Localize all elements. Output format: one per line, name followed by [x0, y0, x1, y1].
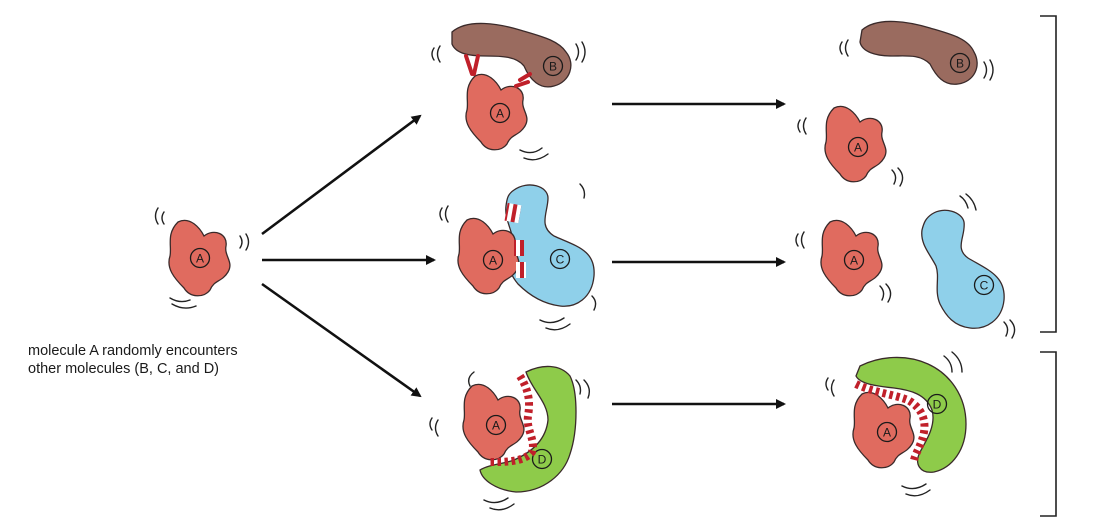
caption-line-2: other molecules (B, C, and D) — [28, 361, 219, 377]
label-a: A — [489, 254, 497, 268]
motion-lines — [439, 183, 597, 331]
label-circle-a — [485, 414, 507, 436]
molecule-d-body — [855, 356, 967, 473]
motion-lines — [431, 41, 586, 161]
separated-a-c: A C — [795, 193, 1016, 339]
caption: molecule A randomly encounters other mol… — [28, 342, 238, 378]
motion-lines — [795, 193, 1016, 339]
complex-a-b: B A — [431, 22, 586, 161]
bonds — [504, 202, 526, 278]
bracket-bound — [1040, 351, 1057, 517]
bonds — [489, 373, 537, 466]
label-a: A — [854, 141, 862, 155]
caption-line-1: molecule A randomly encounters — [28, 343, 238, 359]
label-circle-a — [843, 249, 865, 271]
molecule-b-body — [451, 22, 572, 88]
label-circle-b — [949, 52, 971, 74]
motion-lines — [154, 207, 250, 309]
complex-a-c: C A — [439, 183, 597, 331]
label-circle-a — [876, 421, 898, 443]
motion-lines — [429, 371, 591, 511]
label-circle-a — [189, 247, 211, 269]
label-circle-a — [482, 249, 504, 271]
label-b: B — [956, 57, 964, 71]
label-circle-a — [489, 102, 511, 124]
label-c: C — [556, 253, 565, 267]
arrow-to-b-complex — [261, 114, 422, 236]
bonds — [464, 54, 532, 88]
bound-a-d: D A — [825, 351, 967, 497]
label-circle-d — [926, 393, 948, 415]
label-circle-a — [847, 136, 869, 158]
motion-lines — [825, 351, 963, 497]
label-b: B — [549, 60, 557, 74]
label-c: C — [980, 279, 989, 293]
complex-a-d: D A — [429, 365, 591, 511]
separated-a-b: B A — [797, 20, 994, 187]
label-d: D — [538, 453, 547, 467]
molecule-a-alone: A — [154, 207, 250, 309]
label-circle-b — [542, 55, 564, 77]
molecule-b-body — [859, 20, 978, 85]
label-a: A — [496, 107, 504, 121]
label-a: A — [883, 426, 891, 440]
motion-lines — [797, 39, 994, 187]
label-circle-c — [973, 274, 995, 296]
arrow-to-d-complex — [261, 282, 422, 398]
label-a: A — [196, 252, 204, 266]
label-circle-c — [549, 248, 571, 270]
label-circle-d — [531, 448, 553, 470]
label-d: D — [933, 398, 942, 412]
label-a: A — [492, 419, 500, 433]
molecule-c-body — [921, 209, 1005, 329]
label-a: A — [850, 254, 858, 268]
bracket-dissociated — [1040, 15, 1057, 333]
